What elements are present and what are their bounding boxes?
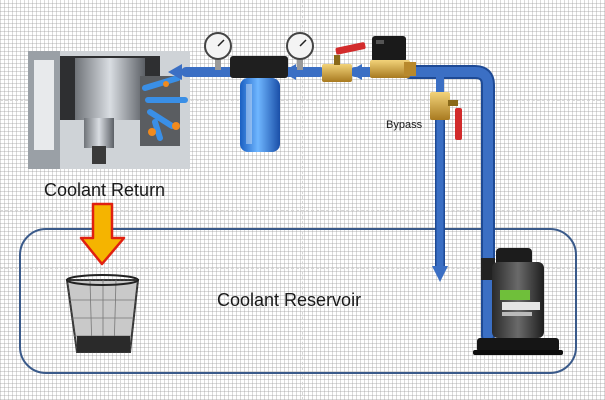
flow-arrow-icon (168, 64, 182, 80)
mesh-basket-icon (65, 274, 140, 353)
flow-arrow-icon (432, 266, 448, 282)
reservoir-outline (19, 228, 577, 374)
coolant-return-label: Coolant Return (44, 180, 166, 200)
flow-arrow-icon (282, 64, 296, 80)
ball-valve-icon (322, 42, 366, 82)
pressure-gauge-icon (286, 32, 314, 70)
machine-spindle-icon (28, 51, 190, 169)
water-filter-icon (230, 56, 288, 152)
flow-arrow-icon (348, 64, 362, 80)
pressure-gauge-icon (204, 32, 232, 70)
coolant-reservoir-label: Coolant Reservoir (217, 290, 362, 310)
bypass-label: Bypass (386, 119, 423, 131)
down-arrow-icon (79, 202, 126, 266)
bypass-valve-icon (430, 92, 462, 140)
solenoid-valve-icon (370, 36, 416, 78)
guide-line (302, 0, 303, 400)
guide-line (120, 0, 121, 400)
sump-pump-icon (473, 248, 563, 355)
